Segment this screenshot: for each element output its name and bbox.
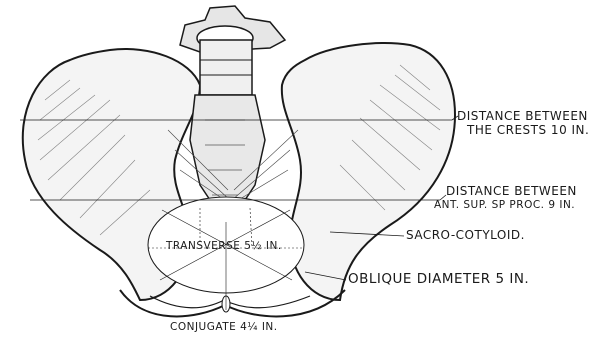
crests-label-line1: DISTANCE BETWEEN xyxy=(457,110,588,122)
oblique-label: OBLIQUE DIAMETER 5 IN. xyxy=(348,273,529,287)
sacro-cotyloid-label: SACRO-COTYLOID. xyxy=(406,229,525,241)
transverse-label: TRANSVERSE 5½ IN. xyxy=(166,241,282,252)
crests-label-line2: THE CRESTS 10 IN. xyxy=(467,124,589,136)
conjugate-label: CONJUGATE 4¼ IN. xyxy=(170,322,278,333)
spines-label-line1: DISTANCE BETWEEN xyxy=(446,185,577,197)
right-iliac-wing xyxy=(282,43,455,300)
spines-label-line2: ANT. SUP. SP PROC. 9 IN. xyxy=(434,200,575,211)
